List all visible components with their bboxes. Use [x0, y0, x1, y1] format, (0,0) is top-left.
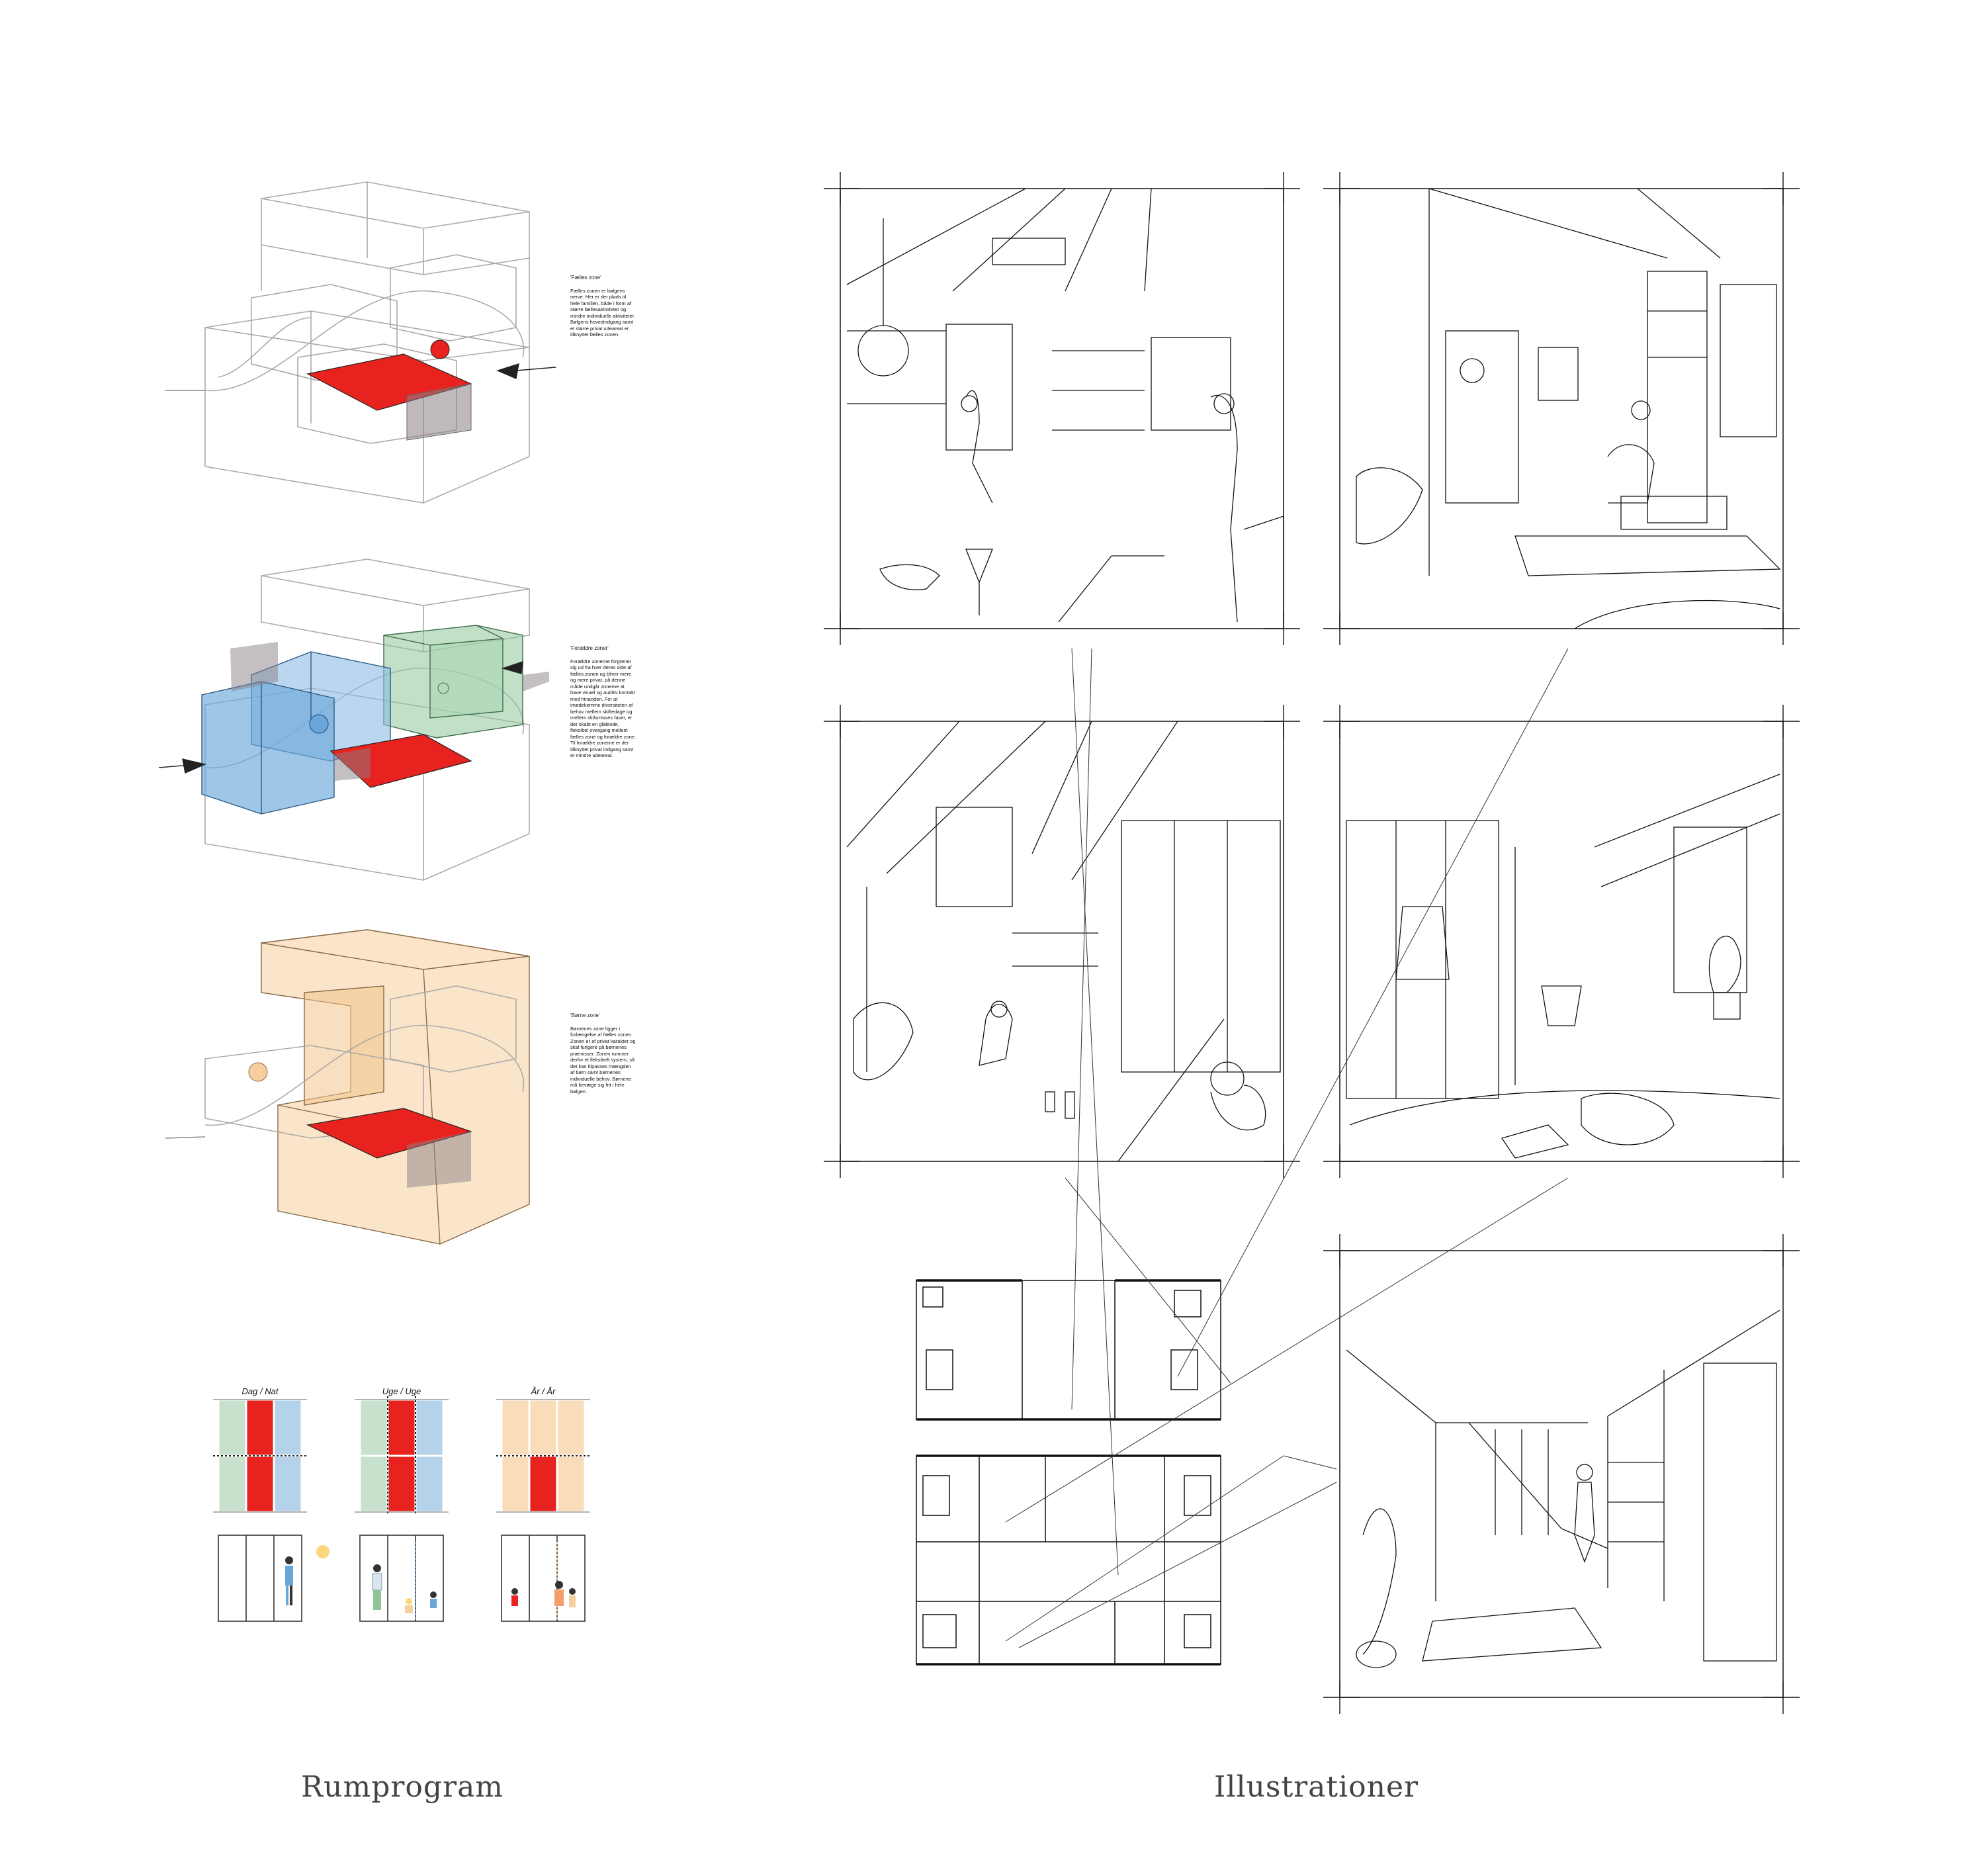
foraeldre-zone-description: Forældre zonerne forgrener sig ud fra hv…	[570, 658, 636, 759]
panel-kitchen	[840, 188, 1284, 629]
illustrationer-title: Illustrationer	[1214, 1770, 1419, 1804]
boerne-zone-description: Børnenes zone ligger i forlængelse af fæ…	[570, 1025, 636, 1094]
boerne-zone-text: 'Børne zone' Børnenes zone ligger i forl…	[570, 1012, 636, 1094]
foraeldre-zone-text: 'Forældre zoner' Forældre zonerne forgre…	[570, 645, 636, 759]
rumprogram-title: Rumprogram	[301, 1770, 504, 1804]
grid-label-aar-aar: År / År	[531, 1386, 556, 1396]
faelles-zone-description: Fælles zonen er bølgens nerve. Her er de…	[570, 287, 635, 338]
boerne-zone-title: 'Børne zone'	[570, 1012, 600, 1018]
faelles-zone-text: 'Fælles zone' Fælles zonen er bølgens ne…	[570, 275, 636, 338]
faelles-zone-title: 'Fælles zone'	[570, 275, 601, 281]
grid-label-dag-nat: Dag / Nat	[241, 1386, 279, 1396]
grid-label-uge-uge: Uge / Uge	[382, 1386, 421, 1396]
foraeldre-zone-title: 'Forældre zoner'	[570, 645, 609, 651]
